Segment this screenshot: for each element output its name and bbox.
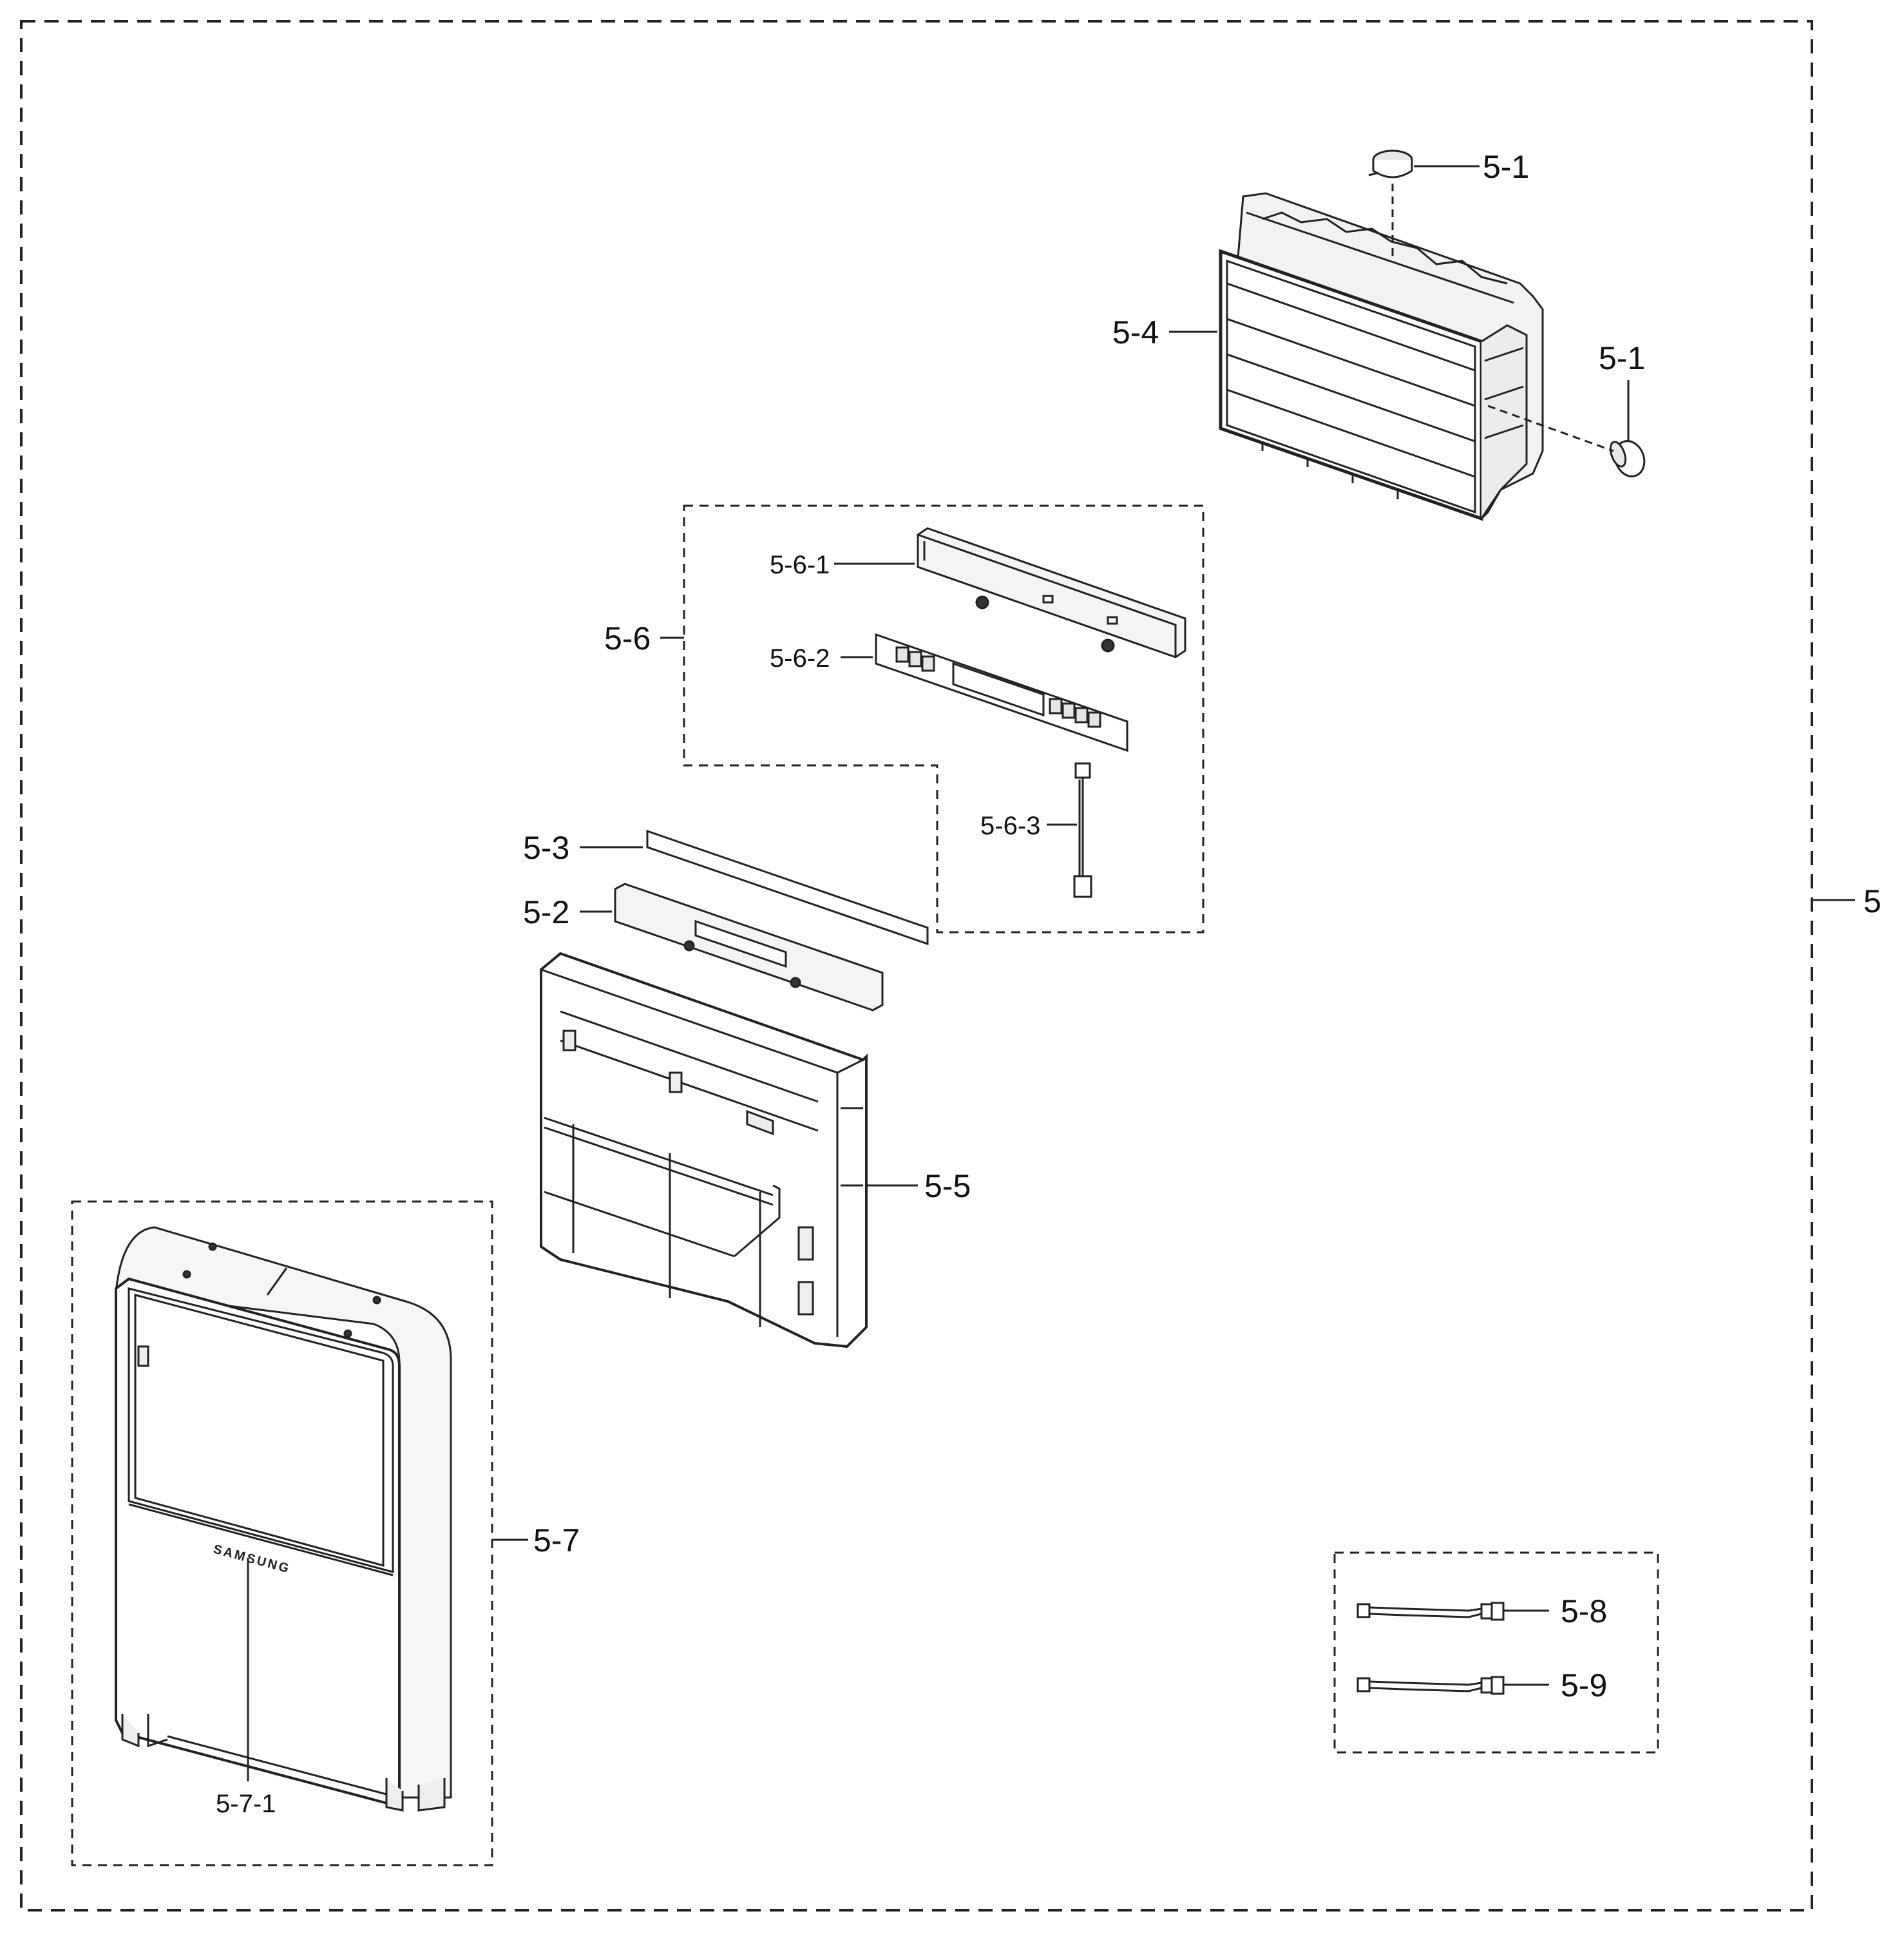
part-5-6-1-bracket — [917, 527, 1186, 658]
label-5-1-top: 5-1 — [1483, 149, 1529, 185]
label-5-1-right: 5-1 — [1599, 340, 1645, 376]
part-5-7-front-panel — [115, 1226, 452, 1812]
part-5-9-harness — [1357, 1676, 1505, 1695]
label-5-8: 5-8 — [1561, 1593, 1607, 1629]
label-5-7-1: 5-7-1 — [216, 1790, 276, 1818]
dashed-5-1-right — [1487, 405, 1614, 452]
label-5-6-3: 5-6-3 — [980, 812, 1040, 840]
label-5-5: 5-5 — [924, 1168, 971, 1204]
label-5-7: 5-7 — [533, 1522, 580, 1558]
part-5-6-2-pcb — [875, 633, 1128, 752]
part-5-4-housing — [1219, 192, 1544, 521]
label-5-2: 5-2 — [523, 894, 569, 930]
part-5-1-top-motor — [1368, 149, 1413, 178]
part-5-2-bracket — [614, 883, 884, 1011]
assembly-5-boundary — [20, 20, 1813, 1912]
label-5-6: 5-6 — [604, 620, 651, 657]
part-5-5-frame — [540, 952, 868, 1348]
label-5-6-2: 5-6-2 — [770, 644, 830, 673]
subassembly-5-7-boundary — [71, 1200, 493, 1866]
part-5-6-3-wire — [1073, 762, 1092, 898]
subassembly-5-6-boundary — [683, 504, 1204, 934]
label-5: 5 — [1863, 883, 1881, 919]
part-5-1-right-motor — [1609, 440, 1646, 477]
label-5-6-1: 5-6-1 — [770, 551, 830, 579]
label-5-4: 5-4 — [1112, 314, 1159, 350]
label-5-9: 5-9 — [1561, 1667, 1607, 1703]
part-5-3-strip — [646, 829, 929, 946]
subassembly-5-8-5-9-boundary — [1333, 1551, 1659, 1754]
label-5-3: 5-3 — [523, 830, 569, 866]
part-5-8-harness — [1357, 1602, 1505, 1621]
